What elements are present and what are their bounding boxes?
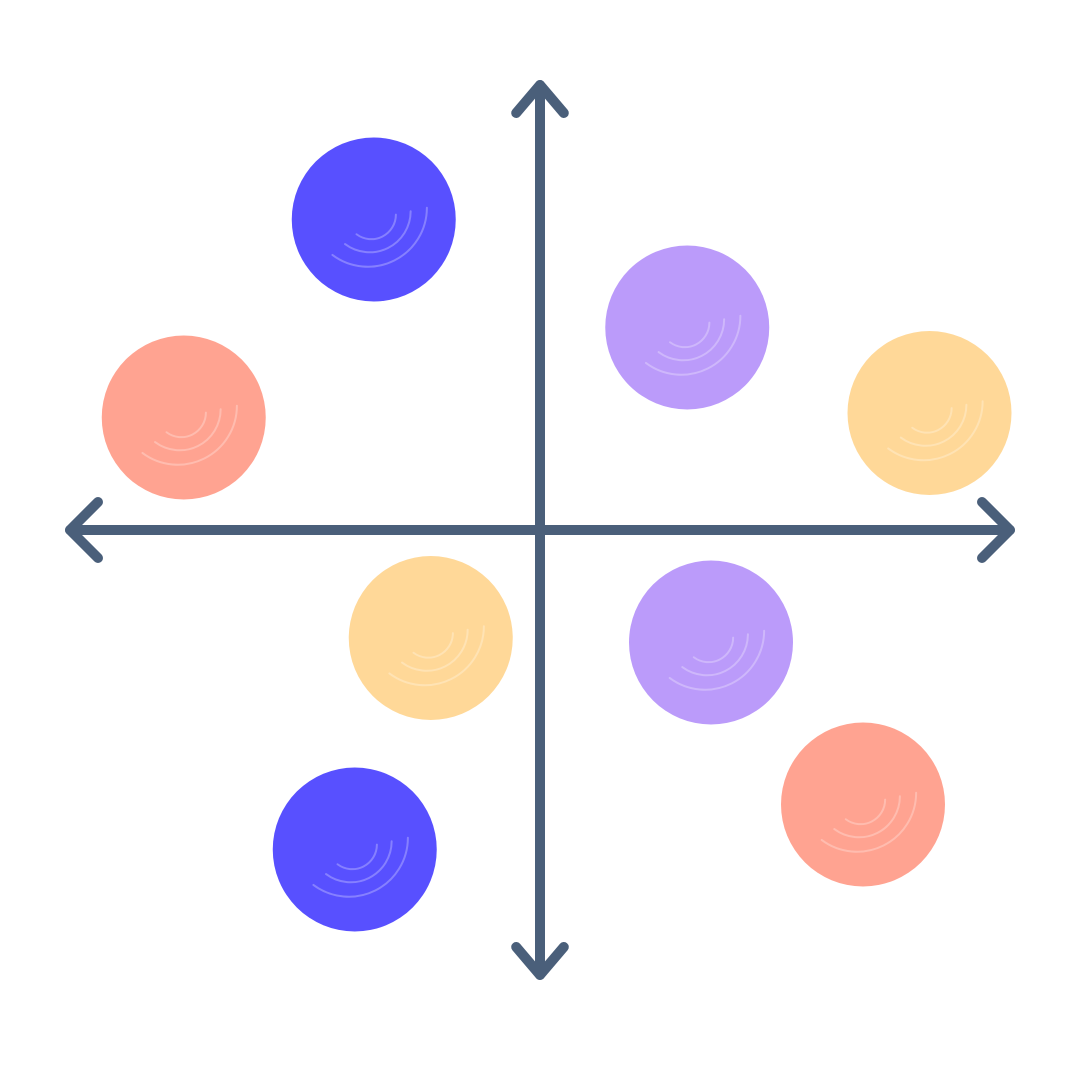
y-axis-top-arrow	[511, 80, 569, 118]
data-point	[629, 560, 793, 725]
data-point-texture	[911, 407, 953, 434]
data-point-texture	[154, 408, 222, 452]
data-point	[291, 137, 456, 302]
data-point-texture	[312, 836, 409, 898]
data-point-texture	[833, 795, 901, 839]
data-point-texture	[820, 791, 918, 853]
data-point-texture	[844, 798, 887, 826]
data-point-disc	[101, 335, 266, 500]
x-axis-left-arrow	[65, 497, 103, 563]
data-point	[101, 335, 266, 500]
data-point-texture	[657, 318, 726, 362]
data-point-texture	[692, 636, 735, 664]
data-point-texture	[141, 404, 238, 466]
data-point-disc	[781, 722, 945, 887]
data-point-texture	[681, 633, 749, 677]
data-point-texture	[344, 210, 412, 254]
data-point-disc	[629, 560, 793, 725]
data-point-texture	[331, 206, 428, 268]
data-point-disc	[605, 245, 770, 410]
y-axis-bottom-arrow	[511, 942, 569, 980]
data-point-disc	[272, 767, 437, 932]
data-point-texture	[668, 629, 766, 691]
data-point	[348, 556, 513, 720]
data-point-texture	[412, 632, 454, 659]
data-point-texture	[165, 411, 207, 439]
data-point	[847, 331, 1012, 495]
data-point-texture	[355, 213, 397, 241]
data-point	[272, 767, 437, 932]
data-point-texture	[401, 628, 469, 672]
data-point-texture	[388, 625, 485, 687]
data-point-texture	[669, 321, 711, 349]
data-point-texture	[325, 840, 393, 884]
points-layer	[101, 137, 1012, 932]
data-point	[781, 722, 945, 887]
data-point-disc	[348, 556, 513, 720]
data-point-texture	[644, 314, 742, 376]
data-point	[605, 245, 770, 410]
data-point-texture	[899, 403, 968, 447]
data-point-disc	[291, 137, 456, 302]
x-axis-right-arrow	[977, 497, 1015, 563]
axes-layer	[65, 80, 1015, 980]
data-point-texture	[336, 843, 378, 871]
data-point-disc	[847, 331, 1012, 495]
data-point-texture	[887, 400, 984, 462]
